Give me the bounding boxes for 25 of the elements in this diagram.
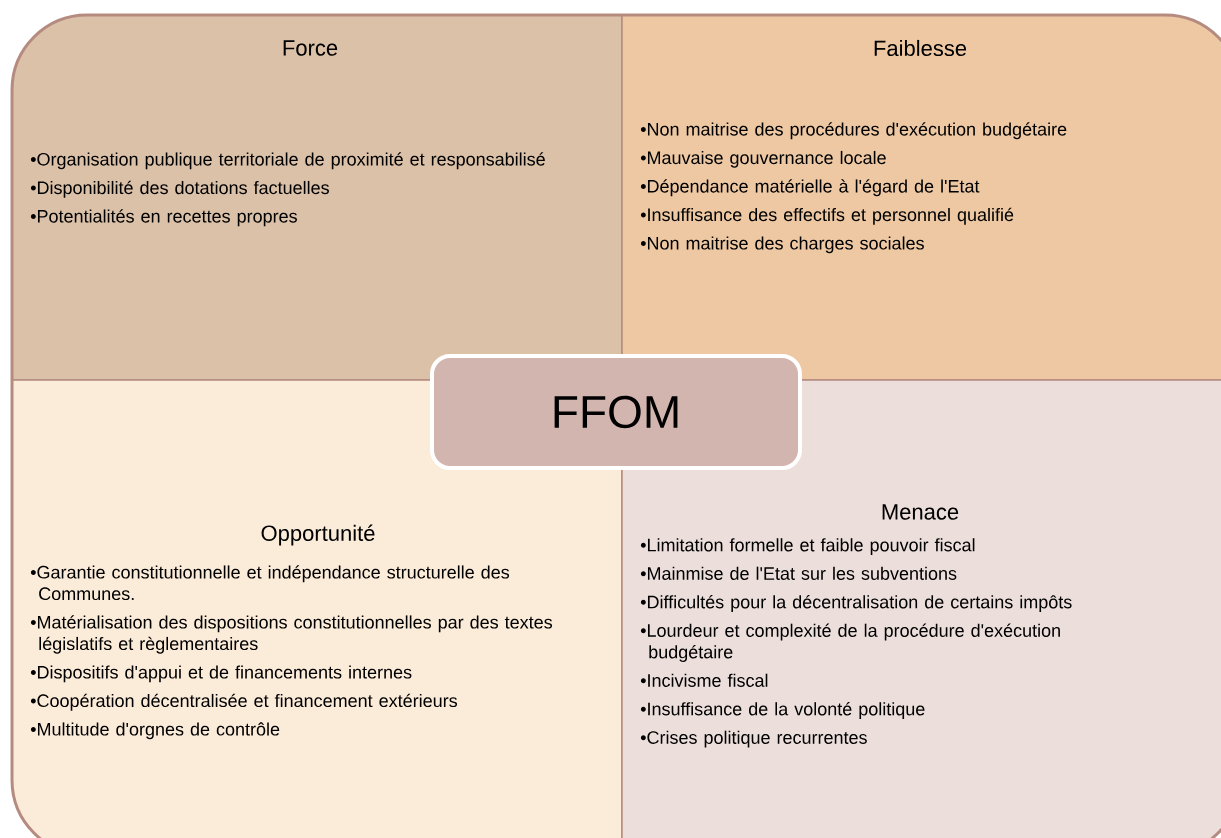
bullet-item: •Garantie constitutionnelle et indépendance structurelle des Communes.: [30, 565, 510, 601]
bullet-item: •Disponibilité des dotations factuelles: [30, 180, 329, 198]
bullet-item: •Crises politique recurrentes: [640, 730, 867, 748]
bullet-item: •Insuffisance de la volonté politique: [640, 702, 925, 719]
bullet-item: •Matérialisation des dispositions constitutionnelles par des textes législatifs et règlementaires: [30, 615, 553, 654]
bullet-item: •Multitude d'orgnes de contrôle: [30, 722, 280, 740]
bullet-item: •Dispositifs d'appui et de financements internes: [30, 665, 412, 683]
bullet-item: •Organisation publique territoriale de proximité et responsabilisé: [30, 152, 545, 170]
bullet-item: •Lourdeur et complexité de la procédure d'exécution budgétaire: [640, 623, 1060, 662]
bullet-item: •Mainmise de l'Etat sur les subventions: [640, 566, 957, 580]
bullet-item: •Insuffisance des effectifs et personnel qualifié: [640, 207, 1014, 225]
title-box: FFOM: [430, 354, 802, 470]
bullet-item: •Difficultés pour la décentralisation de certains impôts: [640, 595, 1072, 612]
heading: Faiblesse: [874, 39, 967, 57]
bullet-item: •Dépendance matérielle à l'égard de l'Etat: [640, 179, 980, 197]
heading: Force: [283, 40, 338, 56]
bullet-item: •Non maitrise des charges sociales: [640, 236, 924, 254]
bullet-item: •Mauvaise gouvernance locale: [640, 150, 886, 168]
heading: Opportunité: [261, 524, 375, 546]
bullet-item: •Incivisme fiscal: [640, 673, 768, 687]
heading: Menace: [882, 504, 959, 520]
bullet-item: •Coopération décentralisée et financement extérieurs: [30, 693, 458, 711]
bullet-item: •Limitation formelle et faible pouvoir fiscal: [640, 538, 975, 555]
bullet-item: •Potentialités en recettes propres: [30, 209, 297, 227]
bullet-item: •Non maitrise des procédures d'exécution budgétaire: [640, 122, 1067, 140]
